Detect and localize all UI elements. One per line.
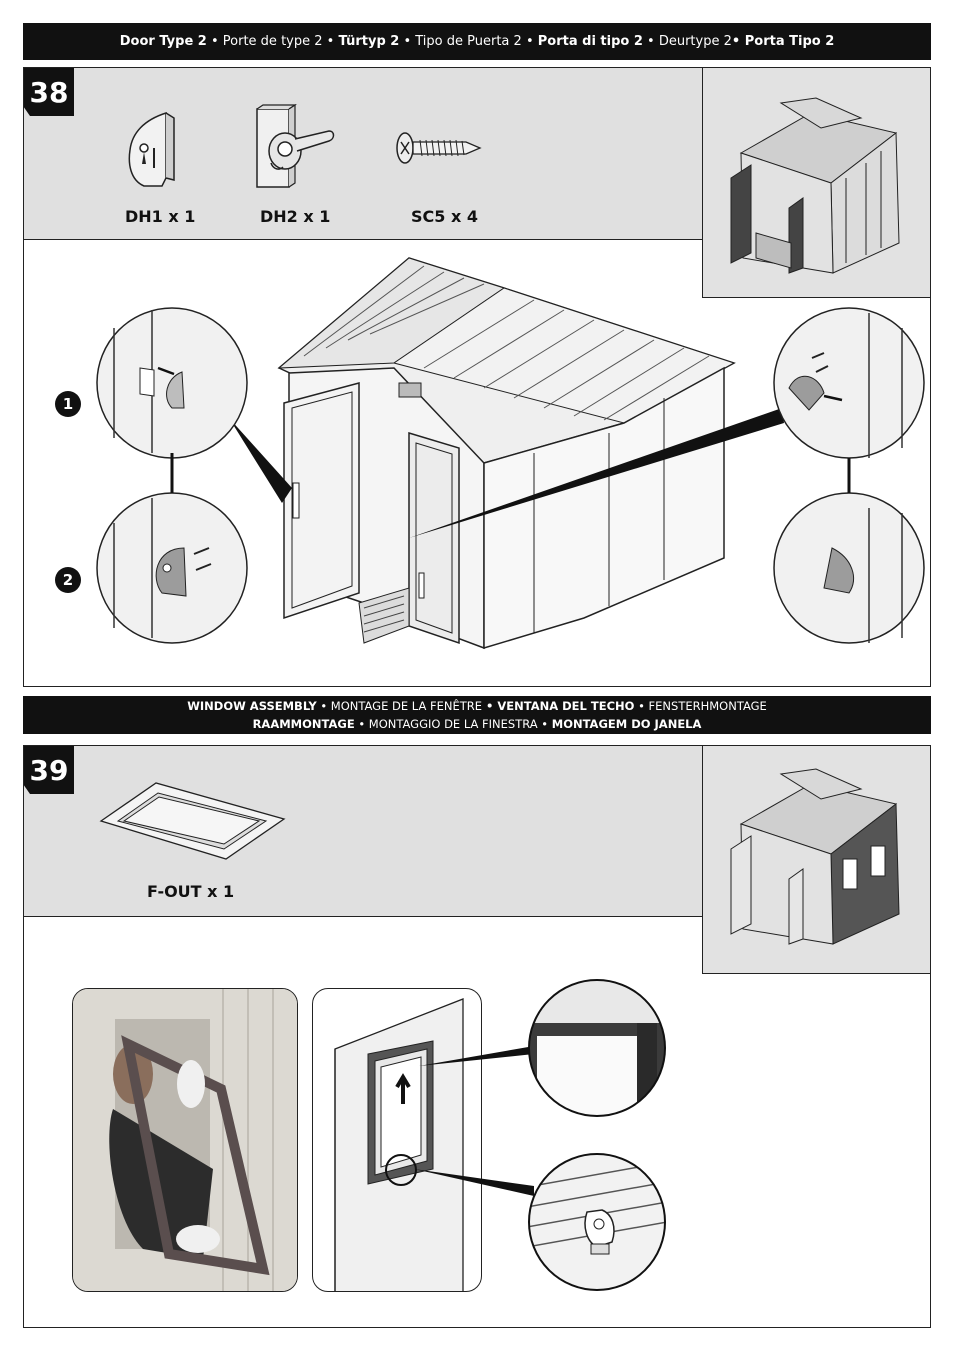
header-nl: Deurtype 2 — [658, 34, 732, 49]
window-fr: MONTAGE DE LA FENÊTRE — [330, 699, 483, 713]
step-39-parts-area: 39 F-OUT x 1 — [24, 746, 705, 917]
step-38-overview-thumbnail — [702, 68, 930, 298]
window-frame-corner-detail — [528, 979, 666, 1117]
window-assembly-header: WINDOW ASSEMBLY • MONTAGE DE LA FENÊTRE … — [23, 696, 931, 734]
window-frame-icon — [99, 782, 286, 860]
header-pt: Porta Tipo 2 — [744, 34, 835, 49]
step-38-parts-area: 38 DH1 x 1 DH2 x 1 SC5 x 4 — [24, 68, 705, 240]
step-39-panel: 39 F-OUT x 1 — [23, 745, 931, 1328]
step-39-overview-thumbnail — [702, 746, 930, 974]
step-number: 38 — [24, 68, 74, 116]
window-installation-photo — [72, 988, 298, 1292]
window-placement-diagram — [312, 988, 482, 1292]
screw-sc5-icon — [396, 132, 482, 164]
window-clip-detail — [528, 1153, 666, 1291]
part-label-f-out: F-OUT x 1 — [147, 882, 235, 901]
part-label-dh2: DH2 x 1 — [260, 207, 331, 226]
shed-overview-door-highlight-illustration — [730, 97, 900, 274]
header-es: Tipo de Puerta 2 — [415, 34, 522, 49]
door-hook-dh1-icon — [128, 111, 175, 187]
header-fr: Porte de type 2 — [222, 34, 323, 49]
shed-overview-window-highlight-illustration — [730, 768, 900, 945]
step-number: 39 — [24, 746, 74, 794]
window-es: VENTANA DEL TECHO — [497, 699, 635, 713]
part-label-dh1: DH1 x 1 — [125, 207, 196, 226]
part-label-sc5: SC5 x 4 — [411, 207, 478, 226]
window-en: WINDOW ASSEMBLY — [187, 699, 317, 713]
window-header-line1: WINDOW ASSEMBLY • MONTAGE DE LA FENÊTRE … — [187, 699, 767, 713]
header-de: Türtyp 2 — [338, 34, 400, 49]
window-de: FENSTERHMONTAGE — [648, 699, 767, 713]
header-it: Porta di tipo 2 — [537, 34, 643, 49]
step-38-panel: 38 DH1 x 1 DH2 x 1 SC5 x 4 — [23, 67, 931, 687]
window-it: MONTAGGIO DE LA FINESTRA — [368, 717, 538, 731]
wall-window-illustration — [334, 998, 464, 1291]
callout-badge-2: 2 — [55, 567, 81, 593]
window-installation-photo-image — [73, 989, 297, 1291]
callout-badge-1-label: 1 — [63, 395, 73, 413]
callout-badge-2-label: 2 — [63, 571, 73, 589]
callout-badge-1: 1 — [55, 391, 81, 417]
door-hook-dh2-icon — [256, 103, 335, 188]
shed-door-hook-illustration — [96, 257, 925, 650]
window-nl: RAAMMONTAGE — [252, 717, 355, 731]
detail-pointer-wedges — [414, 1046, 534, 1196]
header-en: Door Type 2 — [119, 34, 207, 49]
door-type-header: Door Type 2 • Porte de type 2 • Türtyp 2… — [23, 23, 931, 60]
window-pt: MONTAGEM DO JANELA — [551, 717, 702, 731]
window-header-line2: RAAMMONTAGE • MONTAGGIO DE LA FINESTRA •… — [252, 717, 702, 731]
